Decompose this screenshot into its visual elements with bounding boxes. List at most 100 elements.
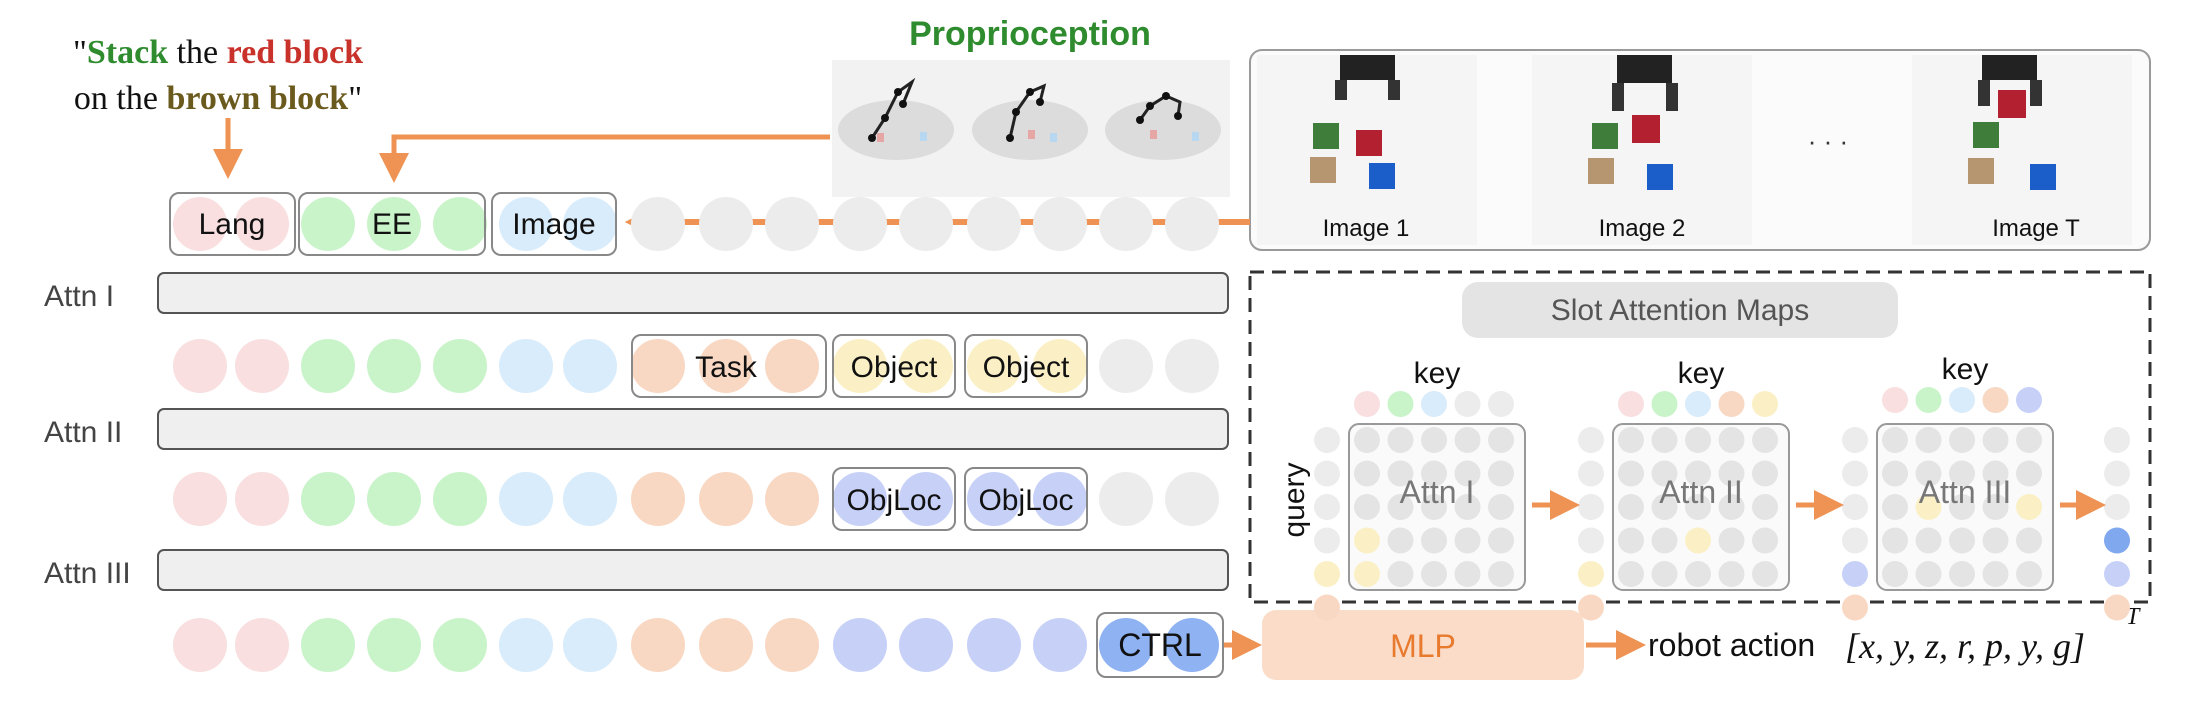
ee-token: [301, 472, 355, 526]
attention-cell: [1454, 460, 1481, 487]
attention-cell: [1949, 494, 1975, 520]
attention-cell: [1915, 561, 1942, 587]
task-token: [699, 618, 753, 672]
ee-token: [301, 339, 355, 393]
attention-cell: [1915, 527, 1942, 554]
key-token: [1718, 391, 1745, 417]
attention-cell: [1488, 527, 1514, 554]
lang-token: [235, 339, 289, 393]
proprioception-images: [832, 60, 1230, 197]
key-token: [1915, 387, 1942, 413]
mlp-label: MLP: [1390, 628, 1456, 664]
image-token: [499, 197, 553, 251]
key-token: [1651, 391, 1678, 417]
slot-maps: [1314, 387, 2130, 621]
query-token: [1578, 594, 1604, 621]
attention-cell: [2016, 494, 2042, 520]
attention-cell: [1454, 494, 1481, 520]
lang-token-label: Lang: [199, 208, 266, 241]
attention-cell: [1882, 494, 1908, 520]
image-token: [563, 618, 617, 672]
attention-cell: [1354, 494, 1380, 520]
key-token: [1454, 391, 1481, 417]
output-token: [2104, 460, 2130, 487]
attention-cell: [1882, 460, 1908, 487]
ee-token: [433, 197, 487, 251]
output-superscript: T: [2126, 604, 2141, 630]
query-token: [1314, 427, 1340, 453]
instruction-the: the: [168, 34, 227, 71]
query-token: [1578, 561, 1604, 587]
key-token: [1949, 387, 1975, 413]
token-rows: [173, 197, 1219, 672]
query-token: [1842, 527, 1868, 554]
attention-cell: [1882, 561, 1908, 587]
ee-token: [433, 472, 487, 526]
objloc-box-2: [964, 467, 1088, 531]
ee-token: [433, 618, 487, 672]
objloc-token: [1033, 618, 1087, 672]
query-token: [1578, 427, 1604, 453]
ee-token: [301, 197, 355, 251]
lang-token: [173, 618, 227, 672]
attention-cell: [1915, 460, 1942, 487]
objloc-token: [833, 618, 887, 672]
attention-cell: [1618, 527, 1644, 554]
lang-token: [173, 472, 227, 526]
objloc-token-label-2: ObjLoc: [978, 484, 1073, 517]
image-token: [563, 472, 617, 526]
key-token: [1685, 391, 1711, 417]
attention-cell: [1651, 460, 1678, 487]
proprioception-label: Proprioception: [909, 15, 1151, 53]
attn-bar-2: [157, 408, 1229, 450]
attention-cell: [2016, 561, 2042, 587]
instruction-red-block: red block: [226, 34, 363, 71]
attention-cell: [1354, 561, 1380, 587]
attention-cell: [1454, 561, 1481, 587]
instruction-text: "Stack the red block on the brown block": [48, 30, 388, 122]
task-token: [765, 618, 819, 672]
image-token: [563, 339, 617, 393]
attention-cell: [1421, 527, 1447, 554]
attention-cell: [1488, 427, 1514, 453]
mlp-block: [1262, 610, 1584, 680]
empty-token: [1033, 197, 1087, 251]
attention-cell: [1387, 561, 1414, 587]
key-token: [1421, 391, 1447, 417]
key-label-2: key: [1678, 357, 1725, 390]
objloc-token: [899, 472, 953, 526]
attention-cell: [1454, 427, 1481, 453]
ee-token: [367, 339, 421, 393]
attention-cell: [1354, 527, 1380, 554]
attn-map-2-label: Attn II: [1659, 474, 1743, 510]
attn-bar-3: [157, 549, 1229, 591]
instruction-line-1: "Stack the red block: [48, 30, 388, 76]
key-label-3: key: [1942, 353, 1989, 386]
instruction-stack: Stack: [86, 34, 169, 71]
attn-map-3-label: Attn III: [1919, 474, 2011, 510]
attention-cell: [1752, 427, 1778, 453]
attention-cell: [1651, 527, 1678, 554]
query-token: [1578, 494, 1604, 520]
ee-token: [301, 618, 355, 672]
object-token: [1033, 339, 1087, 393]
attention-cell: [2016, 427, 2042, 453]
open-quote: ": [72, 34, 87, 71]
objloc-token: [1033, 472, 1087, 526]
query-token: [1842, 494, 1868, 520]
key-token: [1882, 387, 1908, 413]
empty-token: [699, 197, 753, 251]
output-label: robot action: [1648, 627, 1815, 663]
attention-cell: [1618, 427, 1644, 453]
attention-cell: [1488, 460, 1514, 487]
attention-cell: [1949, 527, 1975, 554]
query-token: [1314, 460, 1340, 487]
attention-cell: [1488, 561, 1514, 587]
query-token: [1842, 561, 1868, 587]
image-1-label: Image 1: [1323, 215, 1410, 242]
empty-token: [899, 197, 953, 251]
output-token: [2104, 594, 2130, 621]
attn-map-1-label: Attn I: [1400, 474, 1475, 510]
key-label-1: key: [1414, 357, 1461, 390]
attention-cell: [1685, 460, 1711, 487]
